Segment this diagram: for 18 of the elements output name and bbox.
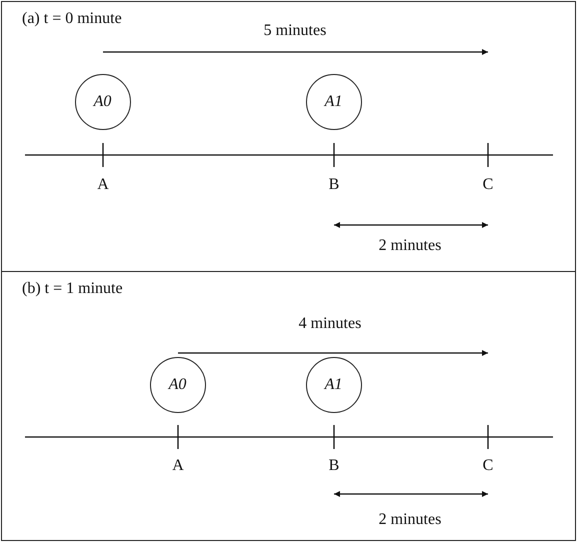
panel-title: (b) t = 1 minute [22, 280, 123, 298]
duration-label: 4 minutes [298, 315, 362, 333]
duration-label: 2 minutes [378, 511, 442, 529]
point-label: A [97, 176, 109, 194]
panel-title: (a) t = 0 minute [22, 10, 122, 28]
duration-label: 5 minutes [264, 22, 326, 40]
duration-label: 2 minutes [378, 237, 442, 255]
point-label: A [172, 457, 184, 475]
circle-node: A0 [74, 74, 130, 130]
point-label: C [482, 457, 494, 475]
circle-node: A1 [306, 74, 362, 130]
point-label: B [328, 457, 340, 475]
point-label: C [482, 176, 494, 194]
circle-node: A1 [306, 356, 362, 412]
circle-node: A0 [150, 356, 206, 412]
panel [1, 1, 576, 272]
point-label: B [328, 176, 340, 194]
panel [1, 271, 576, 541]
